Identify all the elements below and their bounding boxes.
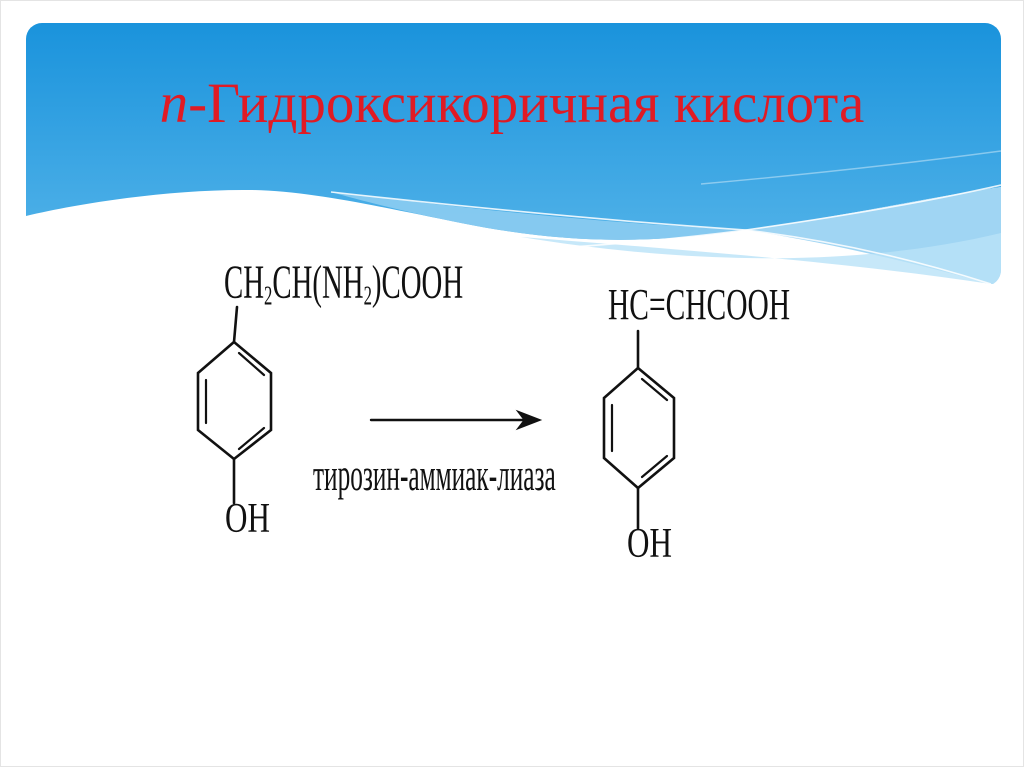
header-ribbon-mid <box>331 187 1001 284</box>
double-bond-left-1 <box>237 351 266 377</box>
formula-subscript: 2 <box>264 280 273 312</box>
header-wave-line-descending <box>330 191 992 285</box>
left-structure-tyrosine <box>196 305 273 505</box>
double-bond-right-3 <box>640 454 669 479</box>
header-wave-main <box>26 23 1001 240</box>
right-structure-coumaric-acid <box>602 329 676 530</box>
page-title: п-Гидроксикоричная кислота <box>1 73 1023 135</box>
double-bond-right-1 <box>640 377 669 402</box>
formula-segment: CH(NH <box>272 256 364 309</box>
benzene-ring-right <box>602 366 676 490</box>
header-wave-graphic <box>26 23 1001 285</box>
formula-segment: CH <box>224 256 265 309</box>
double-bond-left-3 <box>237 426 266 451</box>
formula-subscript: 2 <box>363 280 372 312</box>
header-wave-line-faint <box>700 150 1001 185</box>
benzene-ring-left <box>196 340 273 461</box>
title-text: -Гидроксикоричная кислота <box>188 72 865 135</box>
formula-cinnamic-sidechain: HC=CHCOOH <box>608 280 791 329</box>
header-ribbon-light <box>521 233 1001 284</box>
hydroxyl-label-left: OH <box>225 496 270 542</box>
formula-segment: )COOH <box>371 256 464 309</box>
header-wave-line-ascending <box>460 184 1001 254</box>
reaction-arrow-head <box>515 409 543 431</box>
hydroxyl-label-right: OH <box>627 521 672 567</box>
title-para-prefix: п <box>159 72 189 135</box>
reaction-arrow <box>369 409 543 431</box>
formula-tyrosine-sidechain: CH2CH(NH2)COOH <box>224 258 463 322</box>
enzyme-label: тирозин-аммиак-лиаза <box>313 449 556 500</box>
bond-top-left-structure <box>232 305 239 344</box>
